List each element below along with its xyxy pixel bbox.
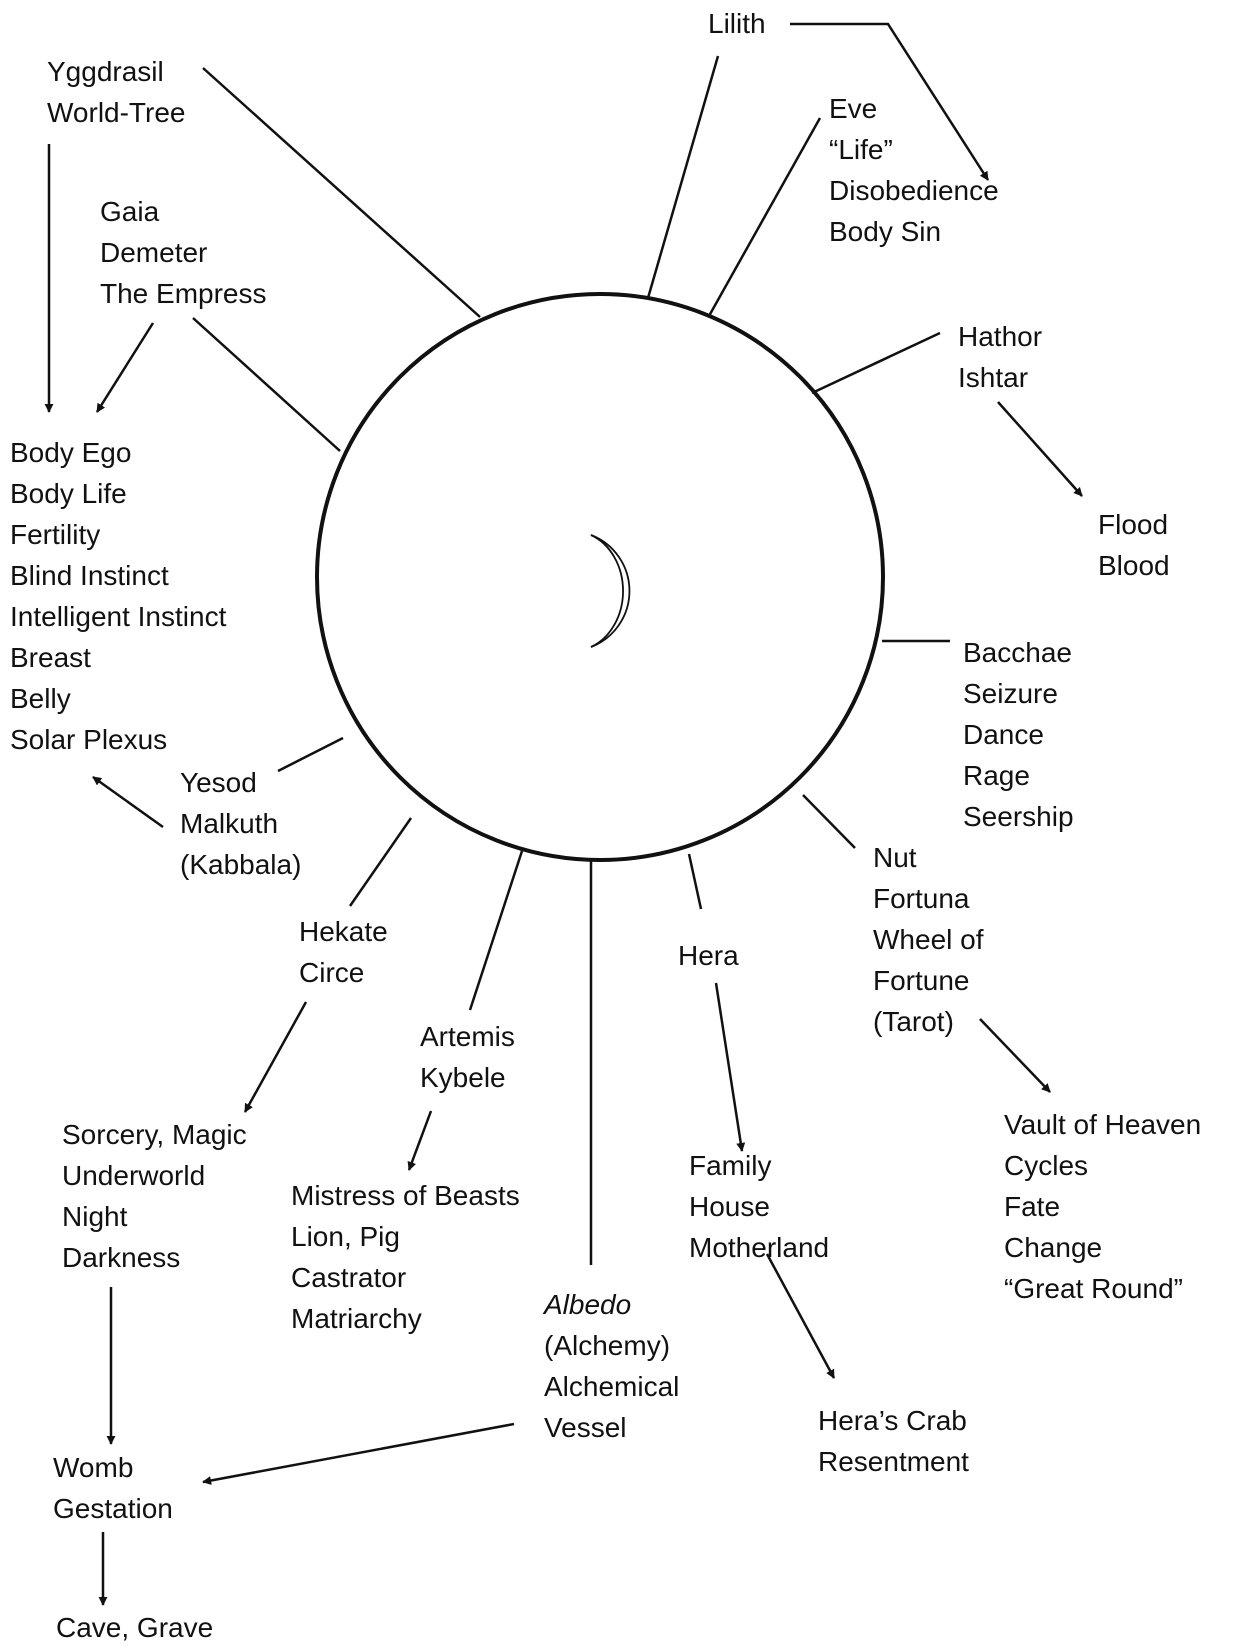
arrow-vessel-to-womb: [202, 1422, 515, 1485]
connector-yggdrasil: [202, 67, 481, 318]
arrow-lilith-to-eve: [790, 22, 990, 181]
connector-hekate: [348, 817, 413, 907]
connector-nut: [802, 794, 856, 849]
great-circle: [315, 292, 885, 862]
connector-artemis: [468, 850, 524, 1011]
arrow-kybele-to-mistress: [407, 1110, 433, 1171]
connector-lilith: [646, 55, 720, 299]
label-lilith: Lilith: [708, 8, 766, 39]
connector-hera: [687, 853, 703, 910]
arrow-hekate-to-sorcery: [243, 1001, 308, 1113]
connector-gaia: [192, 317, 341, 452]
connector-eve: [707, 117, 822, 317]
label-cave-grave: Cave, Grave: [56, 1612, 214, 1643]
arrow-ishtar-to-flood: [997, 401, 1083, 497]
arrow-tarot-to-vault: [979, 1018, 1051, 1093]
arrow-yesod-to-solar-plexus: [92, 775, 164, 829]
crescent-moon-icon: [590, 534, 631, 648]
connector-hathor: [811, 331, 941, 395]
arrow-motherland-to-crab: [765, 1253, 836, 1379]
arrow-gaia-to-body-ego: [95, 322, 155, 413]
label-hera: Hera: [678, 940, 739, 971]
arrow-hera-to-family: [714, 982, 746, 1152]
connector-yesod: [277, 736, 344, 773]
